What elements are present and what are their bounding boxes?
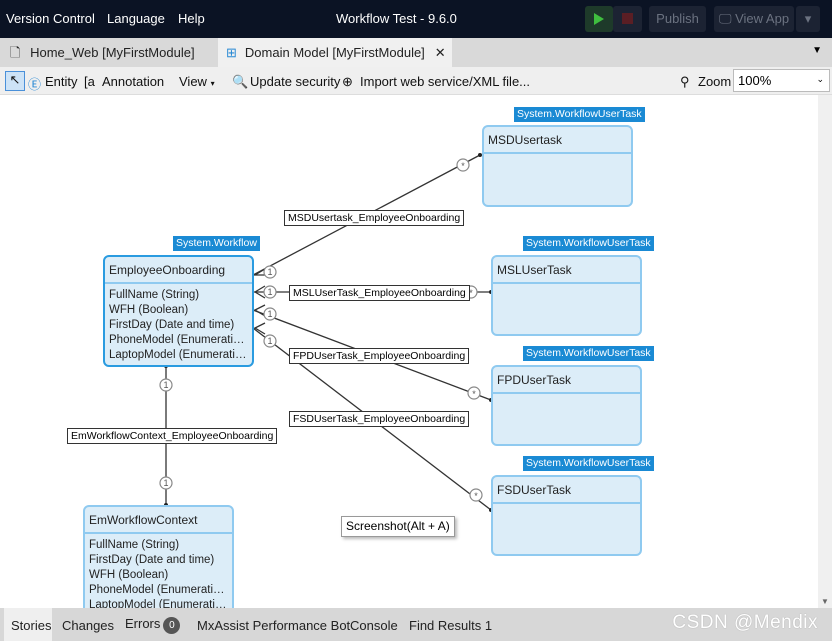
page-icon: 🗋 <box>10 45 25 60</box>
toolbar: ↖ Ⓔ Entity [a Annotation View ▾ 🔍 Update… <box>0 67 832 95</box>
attribute: LaptopModel (Enumeration) <box>89 599 228 608</box>
mult-one: 1 <box>163 380 168 390</box>
globe-icon: ⊕ <box>342 74 353 89</box>
play-icon <box>594 13 604 25</box>
mult-many: * <box>461 161 465 171</box>
attribute: WFH (Boolean) <box>109 304 189 316</box>
window-title: Workflow Test - 9.6.0 <box>336 11 457 26</box>
entity-emworkflowcontext[interactable]: EmWorkflowContext FullName (String) Firs… <box>83 505 234 608</box>
attribute: WFH (Boolean) <box>89 569 169 581</box>
crowfoot-marks <box>252 268 266 335</box>
attribute: FullName (String) <box>109 289 200 301</box>
mult-one: 1 <box>163 478 168 488</box>
scroll-down-icon[interactable]: ▼ <box>821 597 829 606</box>
entity-name: EmWorkflowContext <box>85 507 232 534</box>
tabs-overflow-icon[interactable]: ▼ <box>812 45 822 56</box>
title-bar: Version Control Language Help Workflow T… <box>0 0 832 38</box>
publish-button[interactable]: Publish <box>649 6 706 32</box>
tab-home-web[interactable]: 🗋 Home_Web [MyFirstModule] <box>10 45 195 60</box>
assoc-label-msl[interactable]: MSLUserTask_EmployeeOnboarding <box>289 285 470 301</box>
attribute: LaptopModel (Enumeration) <box>109 349 248 361</box>
chevron-down-icon: ⌄ <box>816 74 824 84</box>
view-app-button[interactable]: 🖵 View App <box>714 6 794 32</box>
update-security-button[interactable]: Update security <box>250 74 341 89</box>
assoc-label-msd[interactable]: MSDUsertask_EmployeeOnboarding <box>284 210 465 226</box>
run-button[interactable] <box>585 6 613 32</box>
tab-stories[interactable]: Stories <box>11 618 52 633</box>
tab-find-results[interactable]: Find Results 1 <box>409 618 493 633</box>
view-menu-button[interactable]: View ▾ <box>179 74 215 89</box>
mult-one: 1 <box>267 287 272 297</box>
menu-help[interactable]: Help <box>178 11 205 26</box>
generalization-label: System.Workflow <box>173 236 260 251</box>
entity-name: FPDUserTask <box>493 367 640 394</box>
domain-model-icon: ⊞ <box>226 45 237 60</box>
zoom-label: Zoom <box>698 74 732 89</box>
assoc-label-ewc[interactable]: EmWorkflowContext_EmployeeOnboarding <box>67 428 278 444</box>
stop-icon <box>622 13 633 24</box>
tab-console[interactable]: Console <box>350 618 398 633</box>
import-button[interactable]: Import web service/XML file... <box>360 74 531 89</box>
assoc-label-fpd[interactable]: FPDUserTask_EmployeeOnboarding <box>289 348 470 364</box>
entity-name: FSDUserTask <box>493 477 640 504</box>
entity-button[interactable]: Entity <box>45 74 78 89</box>
entity-name: MSDUsertask <box>484 127 631 154</box>
entity-name: EmployeeOnboarding <box>105 257 252 284</box>
generalization-label: System.WorkflowUserTask <box>523 236 654 251</box>
select-pointer-icon[interactable]: ↖ <box>5 71 25 91</box>
watermark: CSDN @Mendix <box>672 612 818 633</box>
generalization-label: System.WorkflowUserTask <box>514 107 645 122</box>
entity-fpdusertask[interactable]: FPDUserTask <box>491 365 642 446</box>
assoc-label-fsd[interactable]: FSDUserTask_EmployeeOnboarding <box>289 411 470 427</box>
entity-fsdusertask[interactable]: FSDUserTask <box>491 475 642 556</box>
view-app-dropdown[interactable]: ▾ <box>796 6 820 32</box>
mult-many: * <box>474 491 478 501</box>
mult-many: * <box>472 389 476 399</box>
mult-one: 1 <box>267 336 272 346</box>
zoom-select[interactable]: 100%⌄ <box>733 69 830 92</box>
generalization-label: System.WorkflowUserTask <box>523 456 654 471</box>
attribute: FirstDay (Date and time) <box>109 319 235 331</box>
security-icon: 🔍 <box>232 74 249 89</box>
generalization-label: System.WorkflowUserTask <box>523 346 654 361</box>
close-icon[interactable]: ✕ <box>434 45 446 60</box>
menu-version-control[interactable]: Version Control <box>6 11 95 26</box>
mult-one: 1 <box>267 267 272 277</box>
entity-msdusertask[interactable]: MSDUsertask <box>482 125 633 207</box>
screenshot-tooltip: Screenshot(Alt + A) <box>341 516 455 537</box>
attribute: FirstDay (Date and time) <box>89 554 215 566</box>
entity-employeeonboarding[interactable]: EmployeeOnboarding FullName (String) WFH… <box>103 255 254 367</box>
entity-name: MSLUserTask <box>493 257 640 284</box>
entity-icon: Ⓔ <box>28 77 42 92</box>
tab-changes[interactable]: Changes <box>62 618 115 633</box>
attribute: FullName (String) <box>89 539 180 551</box>
mult-many: * <box>469 288 473 298</box>
stop-button[interactable] <box>613 6 642 32</box>
monitor-icon: 🖵 <box>718 11 736 26</box>
tab-domain-model[interactable]: ⊞Domain Model [MyFirstModule]✕ <box>218 38 452 67</box>
annotation-button[interactable]: Annotation <box>102 74 165 89</box>
tab-mxassist[interactable]: MxAssist Performance Bot <box>197 618 351 633</box>
menu-language[interactable]: Language <box>107 11 165 26</box>
attribute: PhoneModel (Enumeration) <box>109 334 248 346</box>
zoom-icon: ⚲ <box>680 74 690 89</box>
vertical-scrollbar[interactable]: ▼ <box>818 95 832 608</box>
mult-one: 1 <box>267 309 272 319</box>
annotation-icon: [a <box>84 74 95 89</box>
attribute: PhoneModel (Enumeration) <box>89 584 228 596</box>
errors-count-badge: 0 <box>163 617 181 634</box>
entity-mslusertask[interactable]: MSLUserTask <box>491 255 642 336</box>
document-tabs: 🗋 Home_Web [MyFirstModule] ⊞Domain Model… <box>0 38 832 67</box>
